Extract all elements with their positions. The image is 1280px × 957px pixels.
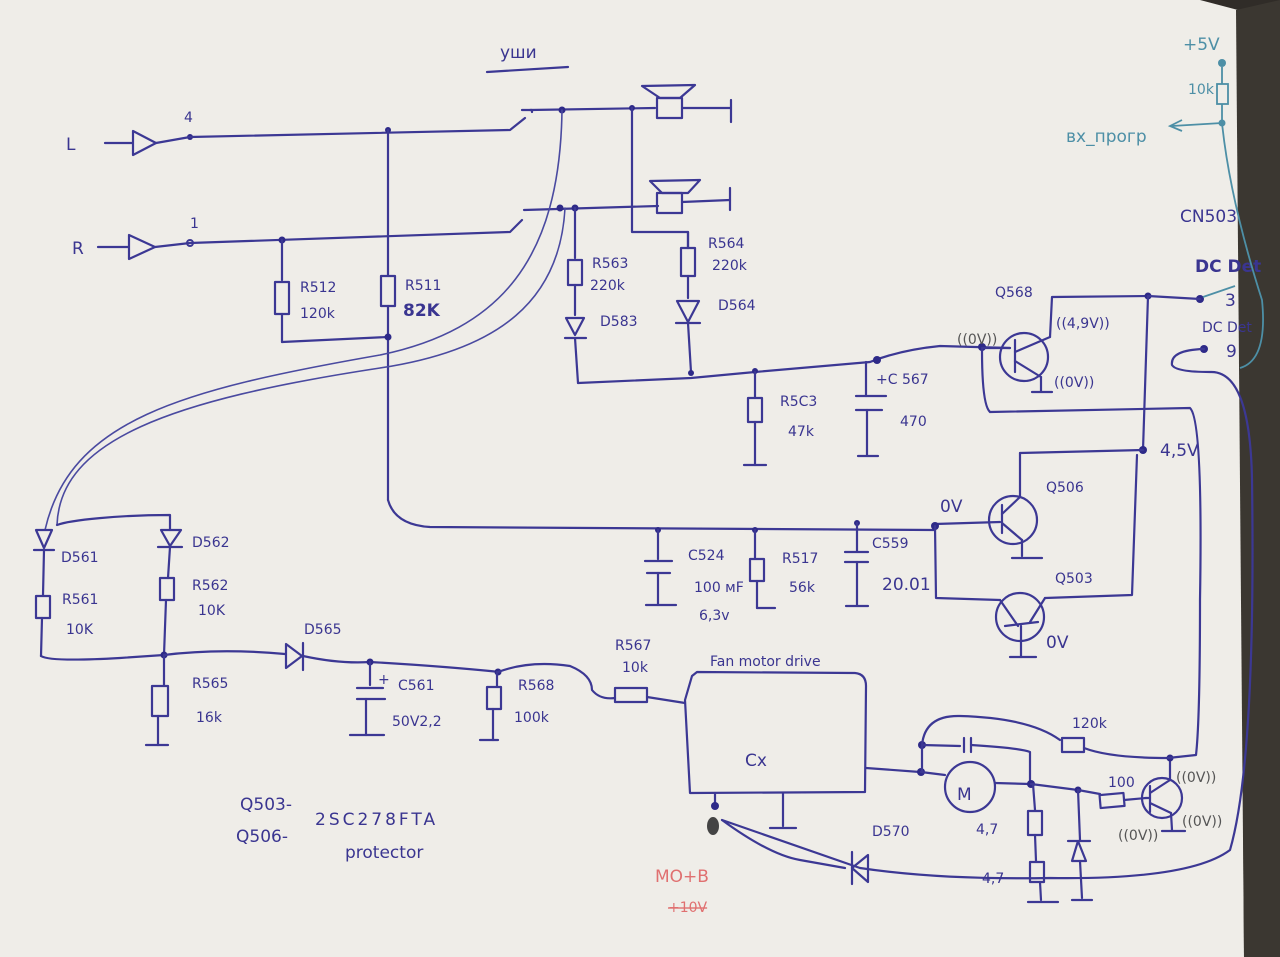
q568-collector-voltage: ((4,9V)) bbox=[1056, 316, 1110, 332]
c524-voltage: 6,3v bbox=[699, 608, 730, 624]
dc-det-alt-label: DC Det bbox=[1202, 320, 1252, 336]
cx-label: Cx bbox=[745, 751, 767, 771]
mo-b-terminal bbox=[707, 817, 719, 835]
speaker-bottom bbox=[648, 178, 732, 215]
c561-plus: + bbox=[378, 672, 390, 688]
r563-name: R563 bbox=[592, 256, 628, 272]
cx-block bbox=[683, 670, 868, 795]
transistor-q568 bbox=[980, 294, 1150, 394]
qfan-collector-voltage: ((0V)) bbox=[1176, 770, 1216, 786]
q506-base-voltage: 0V bbox=[940, 497, 963, 517]
connector-label: CN503 bbox=[1180, 207, 1237, 227]
diode-d570 bbox=[850, 853, 870, 884]
note-role: protector bbox=[345, 843, 423, 863]
d570-label: D570 bbox=[872, 824, 910, 840]
r568-value: 100k bbox=[514, 710, 550, 726]
r567-name: R567 bbox=[615, 638, 651, 654]
c567-name: +C 567 bbox=[876, 372, 929, 388]
q503-emitter-voltage: 0V bbox=[1046, 633, 1069, 653]
resistor-4-7-b bbox=[1028, 860, 1046, 884]
c559-value: 20.01 bbox=[882, 575, 931, 595]
r561-value: 10K bbox=[66, 622, 94, 638]
r564-value: 220k bbox=[712, 258, 748, 274]
mo-b-struck-label: +10V bbox=[668, 900, 708, 916]
r562-value: 10K bbox=[198, 603, 226, 619]
r120k-value: 120k bbox=[1072, 716, 1108, 732]
resistor-r565 bbox=[150, 684, 170, 718]
d583-label: D583 bbox=[600, 314, 638, 330]
motor-symbol: M bbox=[957, 785, 972, 805]
c567-value: 470 bbox=[900, 414, 927, 430]
q568-emitter-voltage: ((0V)) bbox=[1054, 375, 1094, 391]
left-pin-label: 4 bbox=[184, 110, 193, 126]
r517-name: R517 bbox=[782, 551, 818, 567]
q503-label: Q503 bbox=[1055, 571, 1093, 587]
r5c3-value: 47k bbox=[788, 424, 815, 440]
diode-d565 bbox=[284, 642, 304, 670]
q568-label: Q568 bbox=[995, 285, 1033, 301]
mo-b-label: MO+B bbox=[655, 867, 709, 887]
r47b-value: 4,7 bbox=[982, 871, 1004, 887]
r565-value: 16k bbox=[196, 710, 223, 726]
r565-name: R565 bbox=[192, 676, 228, 692]
supply-label: +5V bbox=[1183, 35, 1220, 55]
r512-value: 120k bbox=[300, 306, 336, 322]
diode-d564 bbox=[675, 299, 701, 324]
q506-label: Q506 bbox=[1046, 480, 1084, 496]
c524-name: C524 bbox=[688, 548, 725, 564]
r564-name: R564 bbox=[708, 236, 745, 252]
right-pin-label: 1 bbox=[190, 216, 199, 232]
d561-label: D561 bbox=[61, 550, 99, 566]
diode-d583 bbox=[564, 316, 586, 337]
note-line1: Q503- bbox=[240, 795, 292, 815]
r563-value: 220k bbox=[590, 278, 626, 294]
pin-3: 3 bbox=[1225, 291, 1236, 311]
qfan-base-voltage: ((0V)) bbox=[1118, 828, 1158, 844]
paper bbox=[0, 0, 1244, 957]
right-input: R 1 bbox=[72, 204, 660, 261]
r517-value: 56k bbox=[789, 580, 816, 596]
r567-value: 10k bbox=[622, 660, 649, 676]
r511-name: R511 bbox=[405, 278, 441, 294]
r568-name: R568 bbox=[518, 678, 554, 694]
c561-value: 50V2,2 bbox=[392, 714, 442, 730]
qfan-emitter-voltage: ((0V)) bbox=[1182, 814, 1222, 830]
c559-name: C559 bbox=[872, 536, 909, 552]
transistor-fan bbox=[1140, 756, 1187, 833]
resistor-120k bbox=[1060, 736, 1086, 754]
program-input-label: вх_прогр bbox=[1066, 127, 1147, 147]
transistor-q503 bbox=[994, 591, 1047, 659]
r511-value: 82K bbox=[403, 301, 441, 321]
title: уши bbox=[500, 43, 537, 63]
r5c3-name: R5C3 bbox=[780, 394, 817, 410]
r47a-value: 4,7 bbox=[976, 822, 998, 838]
speaker-top bbox=[640, 83, 733, 124]
note-part: 2SC278FTA bbox=[315, 810, 438, 830]
d564-label: D564 bbox=[718, 298, 756, 314]
transistor-q506 bbox=[933, 494, 1044, 560]
r562-name: R562 bbox=[192, 578, 228, 594]
r512-name: R512 bbox=[300, 280, 336, 296]
motor bbox=[943, 760, 997, 814]
q568-base-voltage: ((0V)) bbox=[957, 332, 997, 348]
title-underline bbox=[485, 65, 570, 74]
cx-caption: Fan motor drive bbox=[710, 654, 821, 670]
c524-value: 100 мF bbox=[694, 580, 744, 596]
c561-name: C561 bbox=[398, 678, 435, 694]
right-label: R bbox=[72, 239, 84, 259]
paper-shadow-edge bbox=[1236, 0, 1280, 957]
left-label: L bbox=[66, 135, 76, 155]
resistor-r567 bbox=[613, 686, 649, 704]
pullup-value: 10k bbox=[1188, 82, 1215, 98]
node-voltage-45: 4,5V bbox=[1160, 441, 1199, 461]
r100-value: 100 bbox=[1108, 775, 1135, 791]
d562-label: D562 bbox=[192, 535, 230, 551]
dc-det-label: DC Det bbox=[1195, 257, 1261, 277]
r561-name: R561 bbox=[62, 592, 98, 608]
d565-label: D565 bbox=[304, 622, 342, 638]
pin-9: 9 bbox=[1226, 342, 1237, 362]
note-line2: Q506- bbox=[236, 827, 288, 847]
diode-d561 bbox=[34, 528, 54, 550]
